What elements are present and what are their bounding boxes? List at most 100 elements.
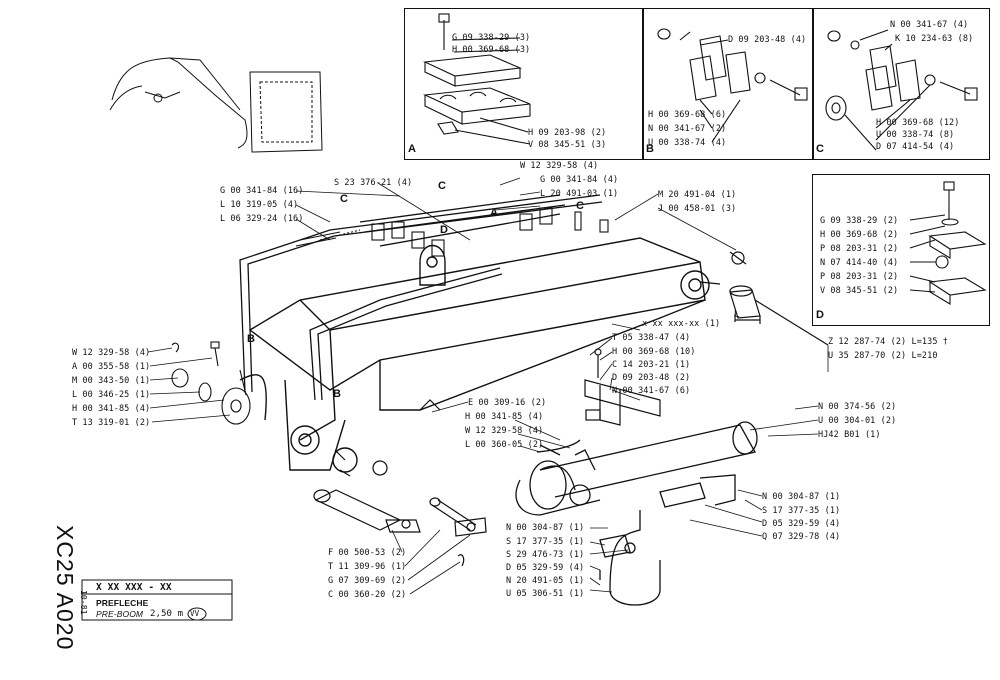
panel-b-letter: B xyxy=(646,143,654,155)
part-label: Q 07 329-78 (4) xyxy=(762,532,841,542)
title-mark: VV xyxy=(190,609,200,618)
part-label: S 17 377-35 (1) xyxy=(762,506,841,516)
title-size: 2,50 m xyxy=(150,609,184,619)
part-label: W 12 329-58 (4) xyxy=(520,161,599,171)
part-label: L 10 319-05 (4) xyxy=(220,200,299,210)
machine-sketch xyxy=(109,57,323,153)
boom-cylinder xyxy=(515,421,758,606)
view-callout: B xyxy=(333,388,341,400)
part-label: H 00 369-68 (12) xyxy=(876,118,960,128)
part-label: L 00 360-05 (2) xyxy=(465,440,544,450)
part-label: N 00 341-67 (2) xyxy=(648,124,727,134)
panel-d xyxy=(812,174,990,326)
part-label: L 20 491-03 (1) xyxy=(540,189,619,199)
part-label: M 00 343-50 (1) xyxy=(72,376,151,386)
part-label: G 09 338-29 (2) xyxy=(820,216,899,226)
mark-oval xyxy=(187,607,207,621)
part-label: S 29 476-73 (1) xyxy=(506,550,585,560)
part-label: N 07 414-40 (4) xyxy=(820,258,899,268)
part-label: U 00 338-74 (8) xyxy=(876,130,955,140)
title-ref: X XX XXX - XX xyxy=(96,582,172,593)
center-bracket xyxy=(419,348,661,426)
part-label: H 09 203-98 (2) xyxy=(528,128,607,138)
part-label: D 09 203-48 (4) xyxy=(728,35,807,45)
panel-c xyxy=(812,8,990,160)
panel-b-drawing xyxy=(657,28,808,143)
part-label: T 11 309-96 (1) xyxy=(328,562,407,572)
panel-a xyxy=(404,8,644,160)
part-label: M 20 491-04 (1) xyxy=(658,190,737,200)
view-callout: C xyxy=(438,180,446,192)
part-label: L 06 329-24 (16) xyxy=(220,214,304,224)
part-label: W 12 329-58 (4) xyxy=(465,426,544,436)
part-label: N 00 304-87 (1) xyxy=(762,492,841,502)
part-label: V 08 345-51 (2) xyxy=(820,286,899,296)
panel-b xyxy=(642,8,814,160)
part-label: P 08 203-31 (2) xyxy=(820,244,899,254)
part-label: W 12 329-58 (4) xyxy=(72,348,151,358)
panel-a-drawing xyxy=(422,13,531,145)
part-label: H 00 369-68 (10) xyxy=(612,347,696,357)
part-label: N 00 341-67 (4) xyxy=(890,20,969,30)
pin-bushing xyxy=(699,251,829,346)
part-label: N 00 341-67 (6) xyxy=(612,386,691,396)
part-label: H 00 341-85 (4) xyxy=(465,412,544,422)
part-label: U 35 287-70 (2) L=210 xyxy=(828,351,938,361)
part-label: V 08 345-51 (3) xyxy=(528,140,607,150)
bottom-pins xyxy=(313,449,487,567)
view-callout: D xyxy=(440,224,448,236)
part-label: H 00 369-68 (3) xyxy=(452,45,531,55)
part-label: T 13 319-01 (2) xyxy=(72,418,151,428)
hydraulic-pipes xyxy=(239,194,603,401)
title-date: 10-81 xyxy=(79,590,88,615)
part-label: H 00 369-68 (6) xyxy=(648,110,727,120)
panel-a-letter: A xyxy=(408,143,416,155)
title-block-frame xyxy=(81,579,233,621)
pipe-clamps xyxy=(295,207,609,257)
panel-d-drawing xyxy=(909,181,987,305)
part-label: G 07 309-69 (2) xyxy=(328,576,407,586)
left-parts xyxy=(171,341,251,425)
leader-lines xyxy=(147,177,829,595)
part-label: U 00 304-01 (2) xyxy=(818,416,897,426)
part-label: G 00 341-84 (4) xyxy=(540,175,619,185)
part-label: T 05 338-47 (4) xyxy=(612,333,691,343)
part-label: S 23 376-21 (4) xyxy=(334,178,413,188)
part-label: D 07 414-54 (4) xyxy=(876,142,955,152)
title-name-fr: PREFLECHE xyxy=(96,598,149,608)
part-label: N 00 304-87 (1) xyxy=(506,523,585,533)
part-label: D 09 203-48 (2) xyxy=(612,373,691,383)
part-label: C 00 360-20 (2) xyxy=(328,590,407,600)
part-label: G 00 341-84 (16) xyxy=(220,186,304,196)
part-label: P 08 203-31 (2) xyxy=(820,272,899,282)
part-label: D 05 329-59 (4) xyxy=(506,563,585,573)
part-label: D 05 329-59 (4) xyxy=(762,519,841,529)
part-label: C 14 203-21 (1) xyxy=(612,360,691,370)
part-label: A 00 355-58 (1) xyxy=(72,362,151,372)
part-label: L 00 346-25 (1) xyxy=(72,390,151,400)
part-label: H 00 341-85 (4) xyxy=(72,404,151,414)
view-callout: C xyxy=(340,193,348,205)
part-label: F 00 500-53 (2) xyxy=(328,548,407,558)
part-label: U 00 338-74 (4) xyxy=(648,138,727,148)
part-label: HJ42 B01 (1) xyxy=(818,430,881,440)
part-label: S 17 377-35 (1) xyxy=(506,537,585,547)
boom-body xyxy=(239,237,710,473)
panel-c-letter: C xyxy=(816,143,824,155)
part-label: J 00 458-01 (3) xyxy=(658,204,737,214)
part-label: N 20 491-05 (1) xyxy=(506,576,585,586)
part-label: E 00 309-16 (2) xyxy=(468,398,547,408)
panel-c-drawing xyxy=(825,29,978,151)
title-name-en: PRE-BOOM xyxy=(96,609,144,619)
panel-d-letter: D xyxy=(816,309,824,321)
part-label: Z 12 287-74 (2) L=135 † xyxy=(828,337,949,347)
view-callout: A xyxy=(490,207,498,219)
part-label: H 00 369-68 (2) xyxy=(820,230,899,240)
drawing-code: XC25 A020 xyxy=(52,525,78,651)
part-label: K 10 234-63 (8) xyxy=(895,34,974,44)
part-label: G 09 338-29 (3) xyxy=(452,33,531,43)
part-label: U 05 306-51 (1) xyxy=(506,589,585,599)
dimension-callout: L xyxy=(734,309,740,320)
part-label: x xx xxx-xx (1) xyxy=(642,319,721,329)
